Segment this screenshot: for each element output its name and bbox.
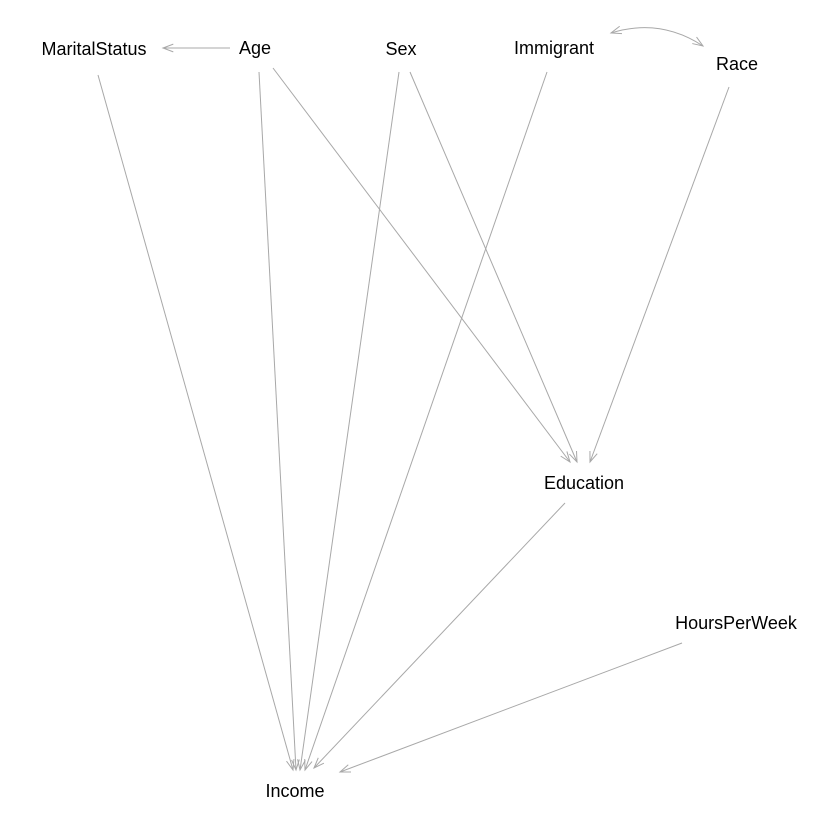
arrowhead-start	[609, 25, 623, 35]
node-immigrant: Immigrant	[514, 38, 594, 58]
node-education: Education	[544, 473, 624, 493]
node-hoursperweek: HoursPerWeek	[675, 613, 798, 633]
labels-layer: MaritalStatus Age Sex ImmigrantRaceEducatio…	[41, 38, 797, 801]
edge-line	[313, 502, 566, 769]
arrowhead	[589, 450, 598, 464]
edge-line	[589, 86, 730, 463]
edge-line	[304, 71, 548, 771]
edge-line	[258, 71, 297, 771]
edge-line	[272, 67, 571, 463]
edge-age-to-education	[272, 67, 571, 464]
edge-immigrant-to-race	[609, 25, 705, 47]
arrowhead	[286, 758, 295, 772]
arrowhead	[569, 450, 578, 464]
edge-immigrant-to-income	[304, 71, 548, 772]
edge-age-to-maritalstatus	[161, 43, 230, 53]
arrowhead	[338, 764, 352, 773]
edge-race-to-education	[589, 86, 730, 464]
node-sex: Sex	[385, 39, 416, 59]
node-maritalstatus: MaritalStatus	[41, 39, 146, 59]
arrowhead	[161, 43, 174, 53]
edge-sex-to-education	[409, 71, 578, 464]
edge-sex-to-income	[297, 71, 400, 772]
edge-line	[299, 71, 400, 771]
node-race: Race	[716, 54, 758, 74]
edge-maritalstatus-to-income	[97, 74, 295, 772]
edge-education-to-income	[313, 502, 566, 770]
edge-hoursperweek-to-income	[338, 642, 683, 773]
edge-line	[610, 27, 704, 47]
edge-line	[97, 74, 294, 771]
edges-layer	[97, 25, 730, 773]
arrowhead	[297, 759, 306, 772]
node-age: Age	[239, 38, 271, 58]
arrowhead-end	[692, 36, 705, 47]
edge-line	[409, 71, 578, 463]
edge-line	[339, 642, 683, 773]
node-income: Income	[265, 781, 324, 801]
arrowhead	[560, 451, 571, 464]
arrowhead	[304, 758, 313, 772]
arrowhead	[313, 757, 325, 770]
